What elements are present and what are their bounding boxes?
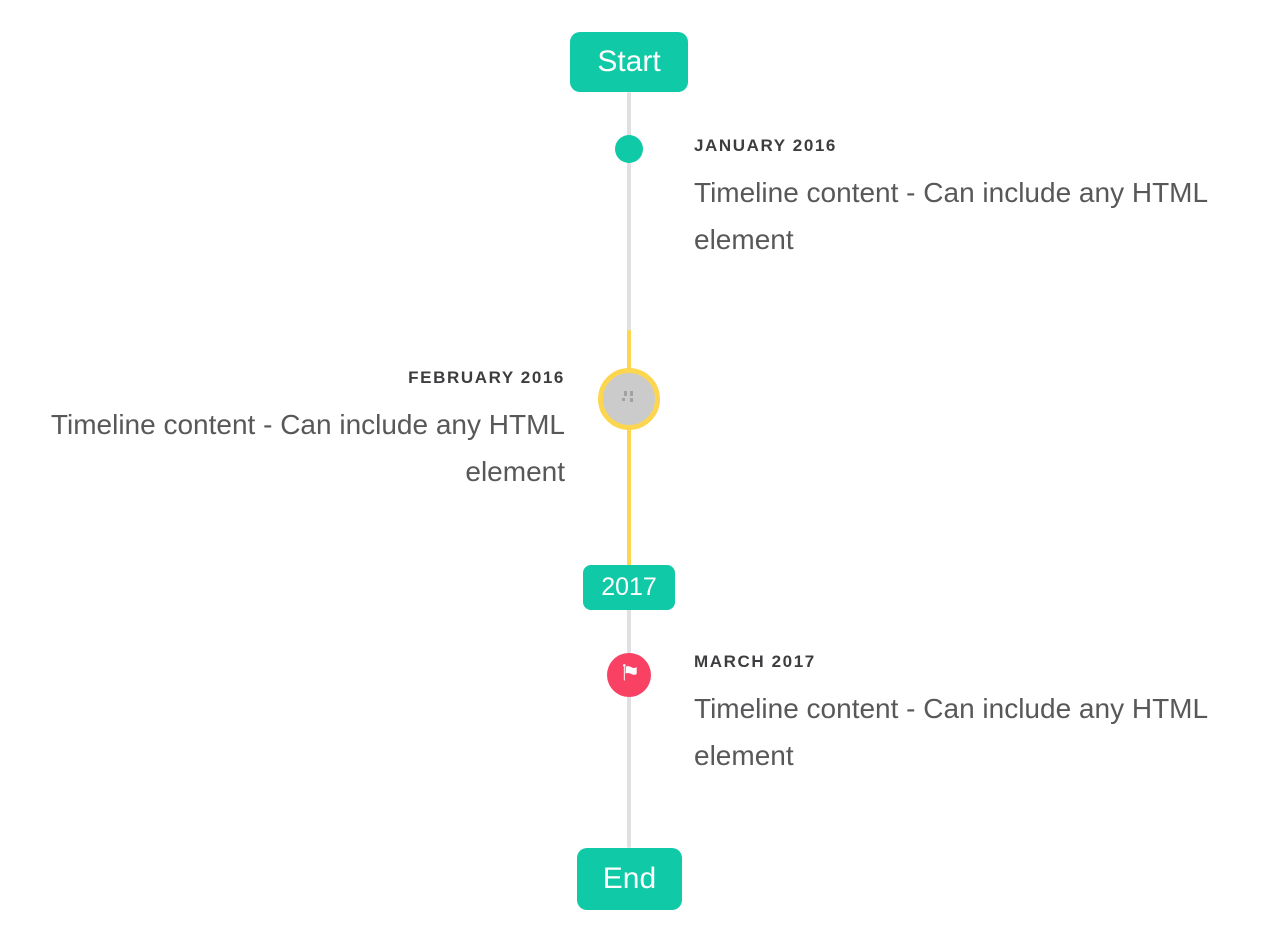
event-title: FEBRUARY 2016 — [408, 368, 565, 387]
event-content: Timeline content - Can include any HTML … — [694, 177, 1208, 255]
event-content: Timeline content - Can include any HTML … — [694, 693, 1208, 771]
event-content: Timeline content - Can include any HTML … — [50, 409, 565, 487]
event-title: MARCH 2017 — [694, 652, 816, 671]
event-january: JANUARY 2016 Timeline content - Can incl… — [694, 136, 1224, 263]
broken-image-icon — [622, 390, 636, 408]
start-button[interactable]: Start — [570, 32, 688, 92]
event-dot-marker — [615, 135, 643, 163]
year-badge-label: 2017 — [601, 573, 657, 601]
event-february: FEBRUARY 2016 Timeline content - Can inc… — [35, 368, 565, 495]
flag-icon — [618, 661, 641, 689]
end-button[interactable]: End — [577, 848, 682, 910]
timeline-line-highlight — [627, 330, 631, 567]
start-button-label: Start — [597, 45, 661, 78]
event-flag-marker — [607, 653, 651, 697]
event-image-marker — [598, 368, 660, 430]
event-march: MARCH 2017 Timeline content - Can includ… — [694, 652, 1224, 779]
end-button-label: End — [602, 862, 657, 895]
year-badge: 2017 — [583, 565, 675, 610]
event-title: JANUARY 2016 — [694, 136, 837, 155]
